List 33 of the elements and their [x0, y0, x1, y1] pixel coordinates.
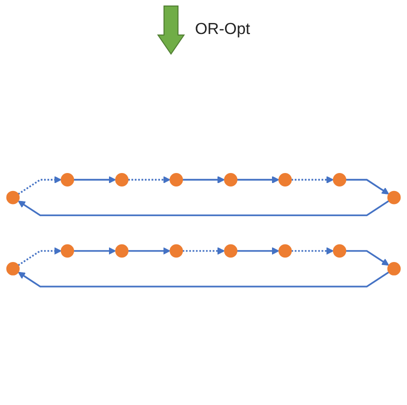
arrow: [18, 200, 390, 216]
arrow: [74, 176, 116, 184]
node-circle: [332, 173, 346, 186]
arrow: [291, 176, 334, 184]
node-circle: [6, 262, 20, 276]
arrow: [18, 271, 390, 288]
node-circle: [332, 244, 346, 258]
node-circle: [170, 173, 183, 186]
arrow: [128, 247, 170, 255]
arrow: [182, 247, 225, 255]
node-circle: [170, 244, 183, 258]
node-circle: [60, 244, 74, 258]
node-circle: [6, 190, 20, 204]
node-circle: [224, 244, 238, 258]
arrow: [182, 176, 225, 184]
node-circle: [278, 244, 292, 258]
arrow: [128, 176, 170, 184]
arrow: [237, 176, 280, 184]
node-circle: [60, 173, 74, 186]
arrow: [237, 247, 280, 255]
node-circle: [224, 173, 238, 186]
arrow: [291, 247, 334, 255]
arrow: [74, 247, 116, 255]
node-circle: [387, 262, 401, 276]
arrow: [346, 178, 390, 194]
node-circle: [115, 244, 129, 258]
node-circle: [387, 190, 401, 204]
arrow: [346, 250, 390, 266]
arrow: [18, 176, 62, 195]
node-circle: [115, 173, 129, 186]
node-circle: [278, 173, 292, 186]
arrow: [18, 247, 62, 266]
operation-label: OR-Opt: [194, 21, 250, 39]
